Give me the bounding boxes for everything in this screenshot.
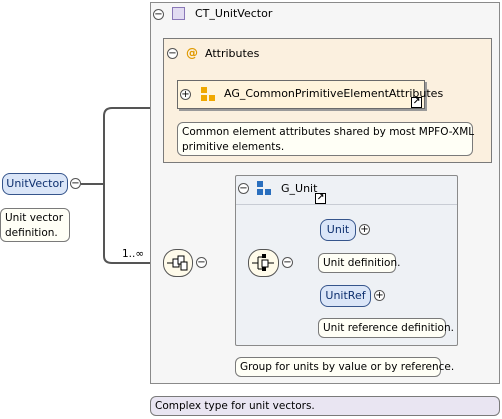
choice-compositor[interactable] <box>248 249 279 277</box>
attributes-collapse-button[interactable]: − <box>167 48 178 59</box>
choice-collapse-button[interactable]: − <box>282 257 293 268</box>
attributes-label: Attributes <box>205 47 260 60</box>
attribute-at-icon: @ <box>186 46 198 60</box>
group-collapse-button[interactable]: − <box>238 183 249 194</box>
group-icon <box>257 181 272 196</box>
root-doc-line2: definition. <box>5 227 58 239</box>
complex-type-name: CT_UnitVector <box>195 7 273 20</box>
attribute-group-name: AG_CommonPrimitiveElementAttributes <box>224 87 444 100</box>
root-element-collapse-button[interactable]: − <box>70 178 81 189</box>
sequence-collapse-button[interactable]: − <box>196 257 207 268</box>
element-unitref[interactable]: UnitRef <box>320 285 371 307</box>
group-documentation: Group for units by value or by reference… <box>235 357 455 377</box>
element-unitref-expand-button[interactable]: + <box>374 290 385 301</box>
root-element-unitvector[interactable]: UnitVector <box>2 173 68 195</box>
attribute-group-doc-line2: primitive elements. <box>182 141 285 153</box>
sequence-icon <box>167 255 188 271</box>
sequence-occurrence: 1..∞ <box>122 248 145 260</box>
group-header-divider <box>236 204 457 205</box>
group-name: G_Unit <box>281 182 318 195</box>
complex-type-icon <box>172 7 185 20</box>
sequence-compositor[interactable] <box>163 249 193 277</box>
attribute-group-icon <box>201 87 216 102</box>
attribute-group-expand-button[interactable]: + <box>180 89 191 100</box>
complex-type-collapse-button[interactable]: − <box>153 9 164 20</box>
attribute-group-doc-line1: Common element attributes shared by most… <box>182 126 475 138</box>
choice-icon <box>252 254 274 271</box>
root-element-documentation: Unit vector definition. <box>0 208 70 242</box>
element-unit[interactable]: Unit <box>320 219 356 241</box>
group-jump-icon[interactable]: ↗ <box>315 193 326 204</box>
attribute-group-documentation: Common element attributes shared by most… <box>177 122 475 156</box>
unitref-doc-text: Unit reference definition. <box>323 322 454 334</box>
root-doc-line1: Unit vector <box>5 212 64 224</box>
complex-type-doc-text: Complex type for unit vectors. <box>155 400 315 412</box>
unit-doc-text: Unit definition. <box>323 257 401 269</box>
group-doc-text: Group for units by value or by reference… <box>240 361 455 373</box>
complex-type-documentation: Complex type for unit vectors. <box>150 396 500 416</box>
element-unitref-documentation: Unit reference definition. <box>318 318 454 338</box>
element-unit-documentation: Unit definition. <box>318 253 401 273</box>
attribute-group-box[interactable] <box>177 80 425 109</box>
attribute-group-jump-icon[interactable]: ↗ <box>411 97 422 108</box>
element-unit-expand-button[interactable]: + <box>359 224 370 235</box>
